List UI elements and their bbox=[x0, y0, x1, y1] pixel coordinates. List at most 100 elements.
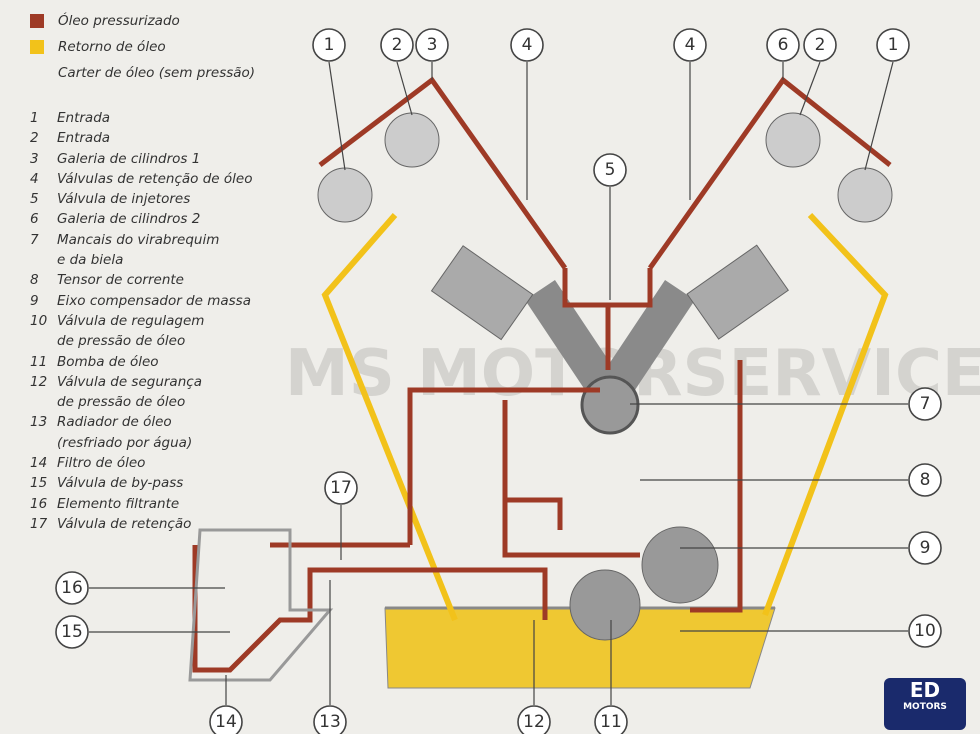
callout-3: 3 bbox=[415, 28, 449, 62]
parts-list-item: 2 Entrada bbox=[30, 128, 252, 148]
callout-8: 8 bbox=[908, 463, 942, 497]
piston-left bbox=[430, 245, 534, 341]
item-number: 12 bbox=[30, 373, 48, 390]
svg-text:14: 14 bbox=[215, 712, 237, 732]
item-label: Galeria de cilindros 2 bbox=[57, 211, 201, 228]
item-number: 4 bbox=[30, 170, 39, 187]
callout-14: 14 bbox=[209, 705, 243, 734]
parts-list-item: 16 Elemento filtrante bbox=[30, 494, 252, 514]
legend-return: Retorno de óleo bbox=[58, 39, 166, 55]
parts-list-item: (resfriado por água) bbox=[30, 433, 252, 453]
item-label: e da biela bbox=[57, 252, 124, 269]
svg-text:12: 12 bbox=[523, 712, 545, 732]
svg-text:15: 15 bbox=[61, 622, 83, 642]
parts-list-item: de pressão de óleo bbox=[30, 331, 252, 351]
callout-7: 7 bbox=[908, 387, 942, 421]
item-number: 3 bbox=[30, 150, 39, 167]
item-label: Válvula de retenção bbox=[57, 515, 192, 532]
pressurized-swatch bbox=[30, 14, 44, 28]
item-number: 14 bbox=[30, 455, 48, 472]
parts-list-item: 4 Válvulas de retenção de óleo bbox=[30, 169, 252, 189]
callout-1: 1 bbox=[312, 28, 346, 62]
item-label: Galeria de cilindros 1 bbox=[57, 150, 201, 167]
item-number: 5 bbox=[30, 191, 39, 208]
item-label: Eixo compensador de massa bbox=[57, 292, 251, 309]
parts-list-item: 6 Galeria de cilindros 2 bbox=[30, 209, 252, 229]
item-label: Entrada bbox=[57, 130, 111, 147]
item-label: Válvulas de retenção de óleo bbox=[57, 170, 253, 187]
logo-sub: MOTORS bbox=[903, 702, 947, 712]
callout-leaders bbox=[89, 61, 908, 705]
balance-shaft-gear bbox=[641, 526, 719, 604]
svg-text:6: 6 bbox=[778, 35, 789, 55]
item-number: 15 bbox=[30, 475, 48, 492]
item-label: Entrada bbox=[57, 110, 111, 126]
item-number bbox=[30, 433, 57, 453]
parts-list-item: 1 Entrada bbox=[30, 108, 252, 128]
parts-list-item: 3 Galeria de cilindros 1 bbox=[30, 149, 252, 169]
item-number bbox=[30, 331, 57, 351]
callout-10: 10 bbox=[908, 614, 942, 648]
item-label: Tensor de corrente bbox=[57, 272, 184, 289]
callout-4: 4 bbox=[510, 28, 544, 62]
callout-2: 2 bbox=[380, 28, 414, 62]
callout-12: 12 bbox=[517, 705, 551, 734]
callout-9: 9 bbox=[908, 531, 942, 565]
item-label: Válvula de injetores bbox=[57, 191, 191, 208]
item-number: 2 bbox=[30, 130, 39, 147]
item-number: 16 bbox=[30, 495, 48, 512]
svg-text:3: 3 bbox=[427, 35, 438, 55]
callout-11: 11 bbox=[594, 705, 628, 734]
callout-6: 6 bbox=[766, 28, 800, 62]
item-label: Elemento filtrante bbox=[57, 495, 180, 512]
svg-text:7: 7 bbox=[920, 394, 931, 414]
item-number: 7 bbox=[30, 231, 39, 248]
item-label: de pressão de óleo bbox=[57, 394, 186, 411]
camshafts bbox=[317, 112, 893, 223]
item-label: Válvula de regulagem bbox=[57, 312, 205, 329]
svg-text:4: 4 bbox=[685, 35, 696, 55]
oil-pump bbox=[569, 569, 641, 641]
svg-text:8: 8 bbox=[920, 470, 931, 490]
item-label: Bomba de óleo bbox=[57, 353, 159, 370]
svg-text:1: 1 bbox=[888, 35, 899, 55]
callout-1b: 1 bbox=[876, 28, 910, 62]
item-number: 8 bbox=[30, 272, 39, 289]
callout-5: 5 bbox=[593, 153, 627, 187]
item-number: 11 bbox=[30, 353, 48, 370]
parts-list-item: e da biela bbox=[30, 250, 252, 270]
color-legend: Óleo pressurizado Retorno de óleo Carter… bbox=[30, 8, 255, 86]
crankshaft bbox=[580, 375, 640, 435]
callouts: 1 2 3 4 5 4 6 2 1 7 8 9 10 11 12 13 14 1… bbox=[55, 28, 942, 734]
svg-text:10: 10 bbox=[914, 621, 936, 641]
svg-text:13: 13 bbox=[319, 712, 341, 732]
callout-16: 16 bbox=[55, 571, 89, 605]
callout-15: 15 bbox=[55, 615, 89, 649]
item-number: 9 bbox=[30, 292, 39, 309]
parts-list-item: 9 Eixo compensador de massa bbox=[30, 291, 252, 311]
item-number bbox=[30, 392, 57, 412]
parts-list-item: 8 Tensor de corrente bbox=[30, 270, 252, 290]
pressurized-oil-lines bbox=[192, 76, 892, 673]
svg-text:9: 9 bbox=[920, 538, 931, 558]
sump-swatch bbox=[30, 66, 44, 80]
piston-right bbox=[686, 244, 789, 340]
item-number: 1 bbox=[30, 110, 39, 126]
item-label: de pressão de óleo bbox=[57, 333, 186, 350]
item-number: 17 bbox=[30, 515, 48, 532]
svg-text:5: 5 bbox=[605, 160, 616, 180]
item-label: Filtro de óleo bbox=[57, 455, 146, 472]
svg-text:2: 2 bbox=[392, 35, 403, 55]
callout-13: 13 bbox=[313, 705, 347, 734]
item-number bbox=[30, 250, 57, 270]
callout-2b: 2 bbox=[803, 28, 837, 62]
item-number: 6 bbox=[30, 211, 39, 228]
